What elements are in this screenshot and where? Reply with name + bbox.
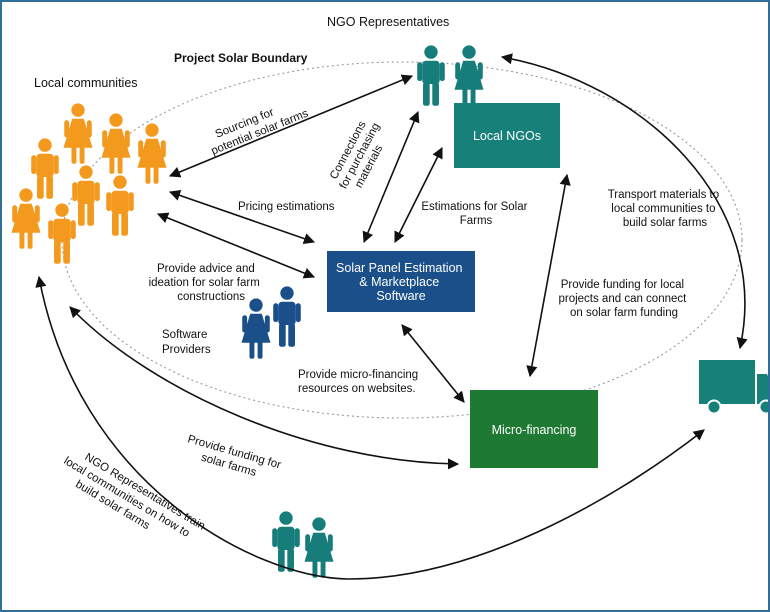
micro-financing-box: Micro-financing — [470, 390, 598, 468]
arrow-connections — [362, 110, 420, 244]
funding-farms-label: Provide funding for solar farms — [182, 433, 285, 485]
ngo-trainers-group — [272, 511, 334, 578]
local-ngos-box: Local NGOs — [454, 103, 560, 168]
arrow-funding-local — [526, 173, 571, 378]
pricing-label: Pricing estimations — [238, 201, 335, 213]
person-icon — [31, 138, 59, 199]
funding-local-label: Provide funding for local projects and c… — [558, 279, 689, 319]
ngo-representatives-label: NGO Representatives — [327, 15, 449, 29]
sourcing-label: Sourcing for potential solar farms — [204, 95, 310, 158]
person-icon — [241, 298, 271, 359]
ngo-representatives-group — [417, 45, 484, 106]
person-icon — [273, 286, 301, 347]
connection-arrows — [35, 53, 748, 580]
boundary-label: Project Solar Boundary — [174, 51, 308, 65]
person-icon — [63, 103, 93, 164]
person-icon — [48, 203, 76, 264]
person-icon — [417, 45, 445, 106]
transport-label: Transport materials to local communities… — [608, 189, 723, 229]
micro-resources-label: Provide micro-financing resources on web… — [298, 369, 421, 395]
truck-icon — [699, 360, 768, 415]
software-box: Solar Panel Estimation & Marketplace Sof… — [327, 251, 475, 312]
local-communities-group — [11, 103, 167, 264]
train-label: NGO Representatives train local communit… — [54, 443, 209, 558]
arrow-sourcing — [168, 74, 414, 178]
local-ngos-label: Local NGOs — [473, 129, 541, 143]
arrow-pricing — [168, 190, 316, 244]
arrow-advice — [156, 212, 316, 279]
local-communities-label: Local communities — [34, 76, 138, 90]
arrow-train — [35, 275, 705, 580]
estimations-label: Estimations for Solar Farms — [421, 201, 530, 227]
micro-financing-label: Micro-financing — [492, 423, 577, 437]
software-providers-label: Software Providers — [162, 329, 211, 356]
person-icon — [304, 517, 334, 578]
connections-label: Connections for purchasing materials — [326, 112, 395, 197]
person-icon — [106, 175, 134, 236]
person-icon — [137, 123, 167, 184]
person-icon — [72, 165, 100, 226]
advice-label: Provide advice and ideation for solar fa… — [149, 263, 263, 303]
person-icon — [272, 511, 300, 572]
arrow-estimations — [394, 146, 443, 244]
person-icon — [101, 113, 131, 174]
software-providers-group — [241, 286, 301, 359]
person-icon — [454, 45, 484, 106]
person-icon — [11, 188, 41, 249]
arrow-transport — [500, 53, 748, 350]
